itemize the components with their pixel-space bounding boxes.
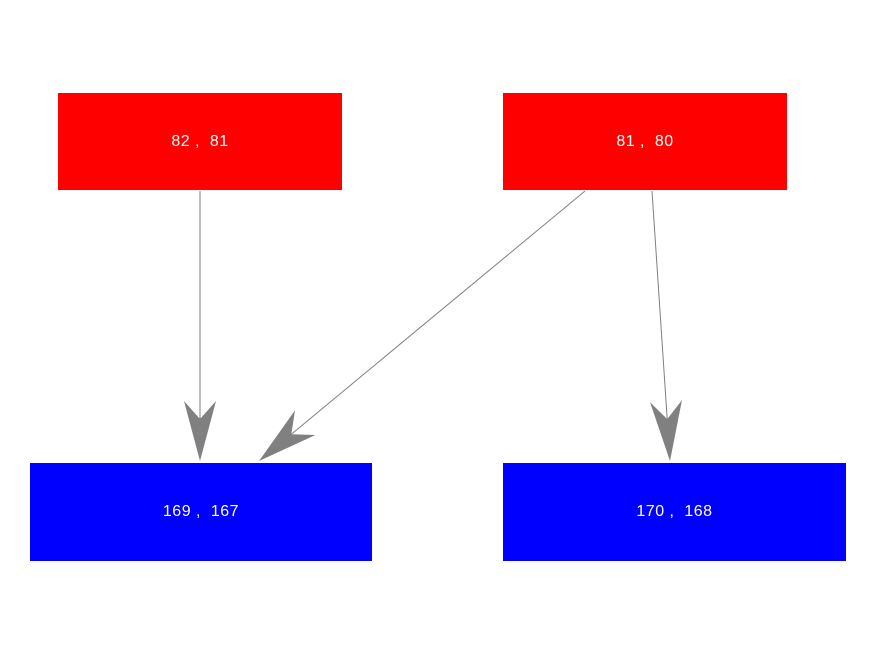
- node-bottom-left: 169 , 167: [30, 463, 372, 561]
- node-label: 169 , 167: [162, 503, 240, 520]
- edge-line: [291, 190, 586, 435]
- arrowhead: [184, 401, 216, 461]
- node-top-left: 82 , 81: [58, 93, 342, 190]
- node-label: 82 , 81: [171, 132, 229, 150]
- node-label: 170 , 168: [636, 503, 713, 520]
- node-bottom-right: 170 , 168: [503, 463, 846, 561]
- node-label: 81 , 80: [616, 132, 674, 150]
- node-top-right: 81 , 80: [503, 93, 787, 190]
- arrowhead: [650, 400, 682, 461]
- arrowhead: [259, 410, 316, 461]
- edge-line: [651, 190, 668, 420]
